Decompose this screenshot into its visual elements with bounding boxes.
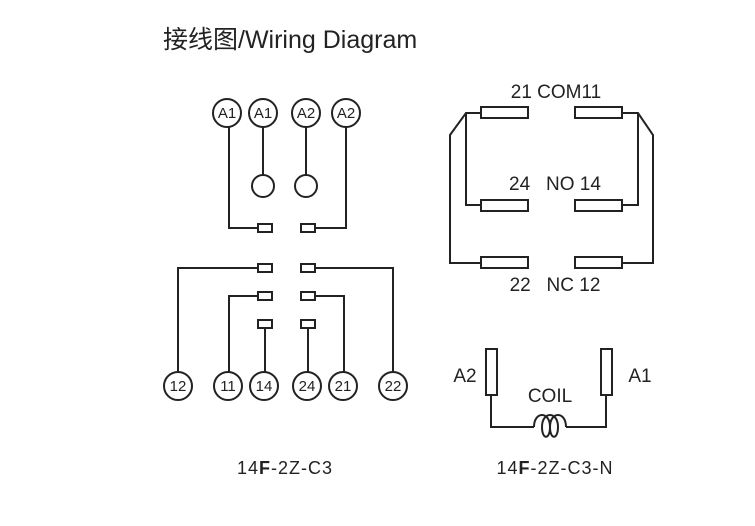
wire-11 [228, 295, 258, 372]
coil-contact-right [294, 174, 318, 198]
coil-terminal-a2 [485, 348, 498, 396]
coil-label: COIL [528, 386, 572, 407]
pad-row3-left [257, 319, 273, 329]
terminal-label-a1-left: A1 [218, 105, 236, 122]
nc-bar-left [480, 256, 529, 269]
pad-row1-right [300, 263, 316, 273]
terminal-a1-left [212, 98, 242, 128]
wire-22 [315, 267, 394, 372]
coil-contact-left [251, 174, 275, 198]
pad-row2-right [300, 291, 316, 301]
frame-wire-right [622, 112, 654, 264]
wire-a2-outer [315, 127, 347, 229]
left-diagram [163, 98, 408, 401]
terminal-14 [249, 371, 279, 401]
coil-right-label: A1 [628, 366, 651, 387]
terminal-11 [213, 371, 243, 401]
wire-a1-outer [228, 127, 258, 229]
right-model-label: 14F-2Z-C3-N [496, 458, 613, 478]
pad-row3-right [300, 319, 316, 329]
right-diagram [449, 106, 654, 438]
terminal-label-24: 24 [299, 378, 316, 395]
terminal-label-21: 21 [335, 378, 352, 395]
no-bar-left [480, 199, 529, 212]
pad-row1-left [257, 263, 273, 273]
wire-12 [177, 267, 258, 372]
nc-label: 22 NC 12 [510, 275, 601, 296]
terminal-12 [163, 371, 193, 401]
no-wire-left [465, 113, 481, 206]
com-bar-left [480, 106, 529, 119]
terminal-21 [328, 371, 358, 401]
pad-coil-left [257, 223, 273, 233]
coil-wire-left [490, 395, 534, 428]
terminal-label-a1-right: A1 [254, 105, 272, 122]
terminal-22 [378, 371, 408, 401]
terminal-label-a2-right: A2 [337, 105, 355, 122]
com-bar-right [574, 106, 623, 119]
terminal-label-11: 11 [220, 378, 236, 395]
coil-wire-right [566, 395, 607, 428]
no-wire-right [622, 113, 639, 206]
no-bar-right [574, 199, 623, 212]
terminal-label-22: 22 [385, 378, 402, 395]
page-title: 接线图/Wiring Diagram [163, 26, 417, 54]
coil-left-label: A2 [453, 366, 476, 387]
terminal-label-14: 14 [256, 378, 273, 395]
com-label: 21 COM11 [511, 82, 601, 103]
nc-bar-right [574, 256, 623, 269]
frame-wire-left [449, 112, 481, 264]
terminal-label-a2-left: A2 [297, 105, 315, 122]
no-label: 24 NO 14 [509, 174, 601, 195]
pad-row2-left [257, 291, 273, 301]
left-model-label: 14F-2Z-C3 [237, 458, 333, 478]
coil-winding [533, 414, 567, 438]
terminal-label-12: 12 [170, 378, 187, 395]
terminal-24 [292, 371, 322, 401]
coil-terminal-a1 [600, 348, 613, 396]
wire-21 [315, 295, 345, 372]
pad-coil-right [300, 223, 316, 233]
